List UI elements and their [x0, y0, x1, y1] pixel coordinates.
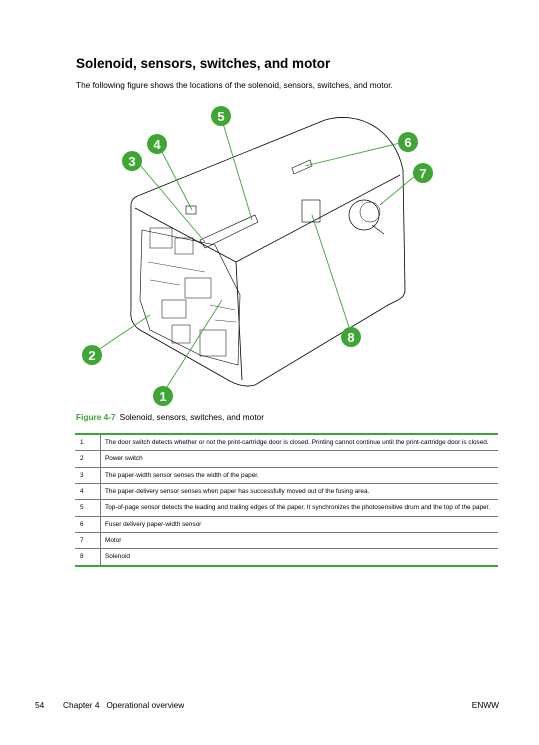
leader-line-6 [304, 142, 401, 167]
figure-caption-text: Solenoid, sensors, switches, and motor [119, 412, 265, 422]
row-number: 5 [75, 499, 101, 517]
callout-1: 1 [153, 386, 173, 406]
row-description: The door switch detects whether or not t… [100, 434, 498, 452]
printer-top-edge [235, 174, 401, 263]
footer-chapter: Chapter 4 Operational overview [63, 700, 185, 710]
row-number: 4 [75, 483, 101, 501]
board-detail [147, 261, 237, 323]
table-row: 1 The door switch detects whether or not… [75, 434, 498, 452]
row-description: Solenoid [100, 548, 498, 566]
leader-line-8 [311, 214, 351, 331]
leader-line-3 [139, 164, 206, 243]
table-row: 6 Fuser delivery paper-width sensor [75, 516, 498, 533]
row-number: 2 [75, 450, 101, 468]
row-number: 3 [75, 467, 101, 484]
footer-page-number: 54 [35, 700, 45, 710]
callout-7: 7 [413, 163, 433, 183]
row-description: The paper-delivery sensor senses when pa… [100, 483, 498, 501]
svg-text:6: 6 [404, 135, 411, 150]
svg-text:3: 3 [128, 154, 135, 169]
row-number: 8 [80, 553, 84, 561]
leader-line-7 [379, 175, 416, 206]
component-3 [184, 277, 212, 299]
component-2 [174, 237, 194, 255]
sensor-bar [199, 214, 259, 249]
svg-text:1: 1 [159, 389, 166, 404]
table-row: 8 Solenoid [75, 548, 498, 566]
table-row: 7 Motor [75, 532, 498, 550]
section-title: Solenoid, sensors, switches, and motor [76, 56, 331, 71]
row-description: Top-of-page sensor detects the leading a… [100, 499, 498, 517]
leader-line-4 [159, 147, 193, 211]
svg-text:8: 8 [347, 330, 354, 345]
row-description: Fuser delivery paper-width sensor [100, 516, 498, 533]
printer-outline [130, 117, 406, 387]
leader-line-2 [94, 314, 151, 353]
leader-line-5 [221, 119, 253, 221]
row-number: 1 [75, 434, 101, 452]
printer-figure: 1 2 3 4 5 6 7 8 [82, 106, 433, 406]
figure-number: Figure 4-7 [76, 412, 116, 422]
table-row: 2 Power switch [75, 450, 498, 468]
component-5 [199, 329, 227, 357]
sensor-4 [185, 205, 197, 215]
component-1 [149, 227, 173, 249]
row-number: 7 [75, 532, 101, 550]
callout-2: 2 [82, 345, 102, 365]
svg-text:2: 2 [88, 348, 95, 363]
sensor-6 [291, 159, 313, 175]
circuit-board [139, 229, 241, 366]
callout-4: 4 [147, 134, 167, 154]
svg-text:5: 5 [217, 109, 224, 124]
intro-text: The following figure shows the locations… [76, 80, 393, 90]
leader-line-1 [164, 299, 223, 391]
callout-5: 5 [211, 106, 231, 126]
table-row: 3 The paper-width sensor senses the widt… [75, 467, 498, 484]
row-number: 6 [75, 516, 101, 533]
table-row: 5 Top-of-page sensor detects the leading… [75, 499, 498, 517]
motor-part [348, 199, 380, 231]
callout-6: 6 [398, 132, 418, 152]
svg-text:4: 4 [153, 137, 161, 152]
legend-table: 1 The door switch detects whether or not… [75, 433, 498, 567]
solenoid-part [301, 199, 321, 223]
component-4 [161, 299, 187, 319]
row-description: Power switch [100, 450, 498, 468]
table-row: 4 The paper-delivery sensor senses when … [75, 483, 498, 501]
callout-3: 3 [122, 151, 142, 171]
row-description: The paper-width sensor senses the width … [100, 467, 498, 484]
svg-text:7: 7 [419, 166, 426, 181]
row-description: Motor [100, 532, 498, 550]
component-6 [171, 324, 191, 344]
callout-8: 8 [341, 327, 361, 347]
footer-doc-id: ENWW [471, 700, 499, 710]
